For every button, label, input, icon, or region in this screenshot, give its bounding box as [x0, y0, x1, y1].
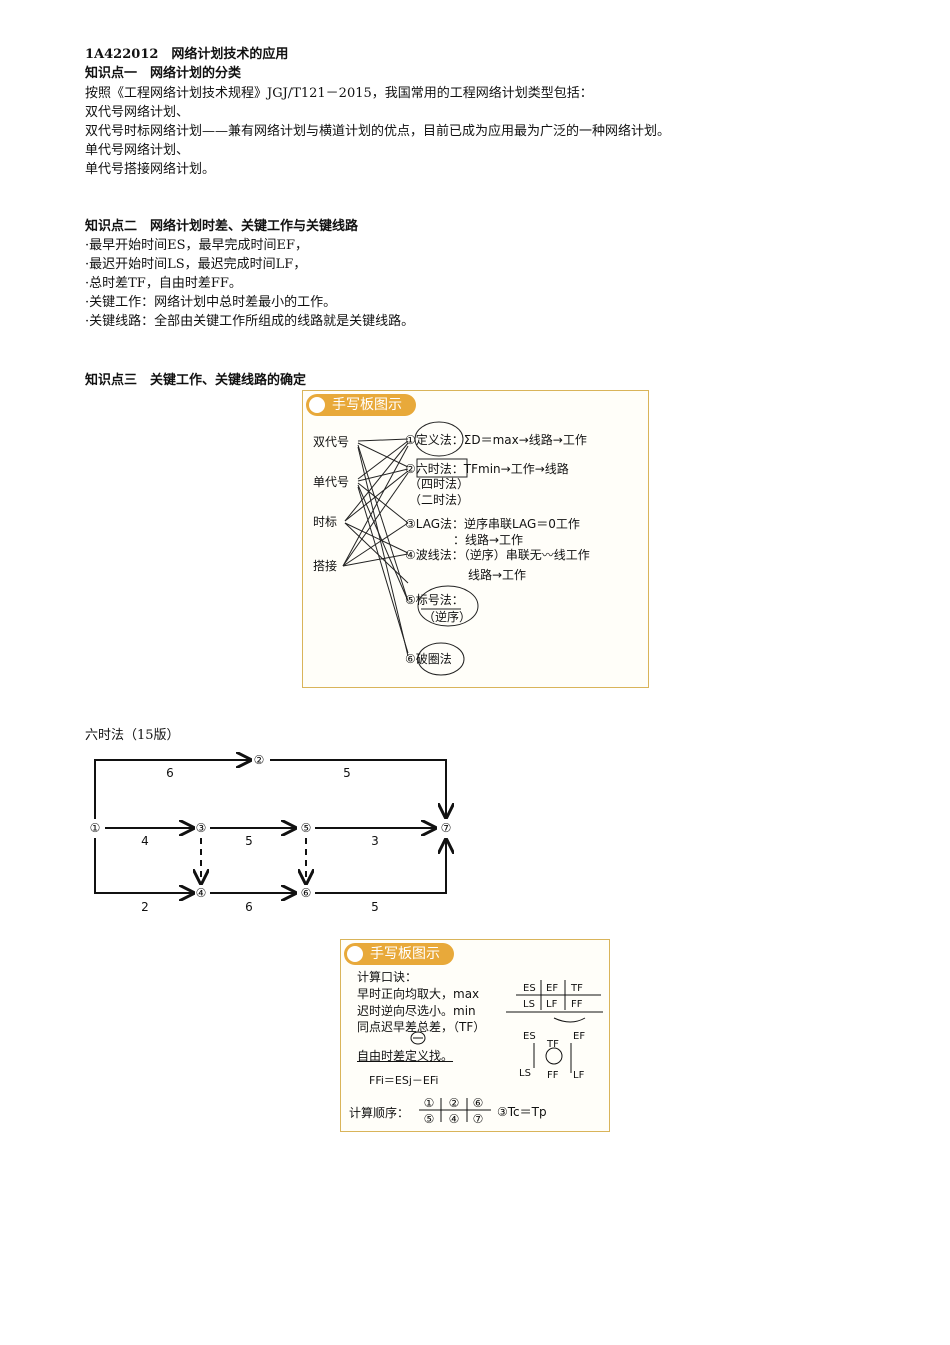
- pen-icon: [309, 397, 325, 413]
- method-name: 波线法: [415, 548, 452, 562]
- type-label: 时标: [313, 515, 338, 529]
- table-cell: EF: [546, 983, 558, 994]
- kp2-item: ·关键工作：网络计划中总时差最小的工作。: [85, 295, 337, 310]
- method-desc: ：TFmin→工作→线路: [451, 462, 569, 476]
- banner-label: 手写板图示: [332, 397, 402, 413]
- network-node: ②: [254, 753, 265, 767]
- mnemonic-rule: 早时正向均取大，max: [357, 987, 480, 1001]
- method-num: ⑥: [405, 652, 416, 666]
- node-label: TF: [546, 1039, 559, 1050]
- edge-duration: 6: [245, 900, 253, 914]
- method-name: LAG法: [415, 517, 453, 531]
- method-name: 六时法: [415, 462, 452, 476]
- method-desc2: （逆序）: [423, 610, 472, 624]
- pen-icon: [347, 946, 363, 962]
- mnemonic-rule: 自由时差定义找。: [357, 1049, 454, 1063]
- method-num: ③: [405, 517, 416, 531]
- kp2-item: ·最迟开始时间LS，最迟完成时间LF，: [85, 257, 307, 272]
- method-desc2: ：线路→工作: [453, 533, 524, 547]
- network-node: ⑦: [441, 821, 452, 835]
- table-cell: LS: [523, 999, 535, 1010]
- order-label: 计算顺序：: [349, 1106, 410, 1120]
- six-time-caption: 六时法（15版）: [85, 728, 180, 743]
- node-label: ES: [523, 1031, 536, 1042]
- mnemonic-title: 计算口诀：: [357, 970, 418, 984]
- method-desc: ：ΣD＝max→线路→工作: [451, 433, 587, 447]
- network-node: ③: [196, 821, 207, 835]
- method-name: 破圈法: [415, 652, 452, 666]
- network-node: ④: [196, 886, 207, 900]
- method-desc2: 线路→工作: [468, 568, 527, 582]
- order-note: ③Tc＝Tp: [497, 1105, 547, 1119]
- method-desc: ：逆序串联LAG＝0工作: [452, 517, 580, 531]
- ff-formula: FFi＝ESj－EFi: [369, 1074, 439, 1087]
- order-step: ⑥: [473, 1096, 484, 1110]
- edge-duration: 5: [343, 766, 351, 780]
- method-alt: （四时法）: [409, 477, 470, 491]
- table-cell: FF: [571, 999, 583, 1010]
- kp1-item: 单代号搭接网络计划。: [85, 162, 216, 177]
- method-name: 标号法: [415, 593, 452, 607]
- method-arrows: [342, 421, 479, 676]
- type-label: 双代号: [313, 435, 350, 449]
- kp2-heading: 知识点二 网络计划时差、关键工作与关键线路: [85, 219, 359, 234]
- kp1-item: 双代号时标网络计划——兼有网络计划与横道计划的优点，目前已成为应用最为广泛的一种…: [85, 124, 671, 139]
- order-step: ④: [449, 1112, 460, 1126]
- table-cell: ES: [523, 983, 536, 994]
- method-desc: ：（逆序）串联无〰线工作: [451, 548, 590, 562]
- node-label: EF: [573, 1031, 585, 1042]
- kp2-item: ·关键线路：全部由关键工作所组成的线路就是关键线路。: [85, 314, 415, 329]
- edge-duration: 3: [371, 834, 379, 848]
- table-cell: LF: [546, 999, 558, 1010]
- type-label: 搭接: [313, 559, 338, 573]
- method-name: 定义法: [415, 433, 452, 447]
- network-diagram: ① ② ③ ④ ⑤ ⑥ ⑦ 6 5 4 5 3 2 6 5: [90, 745, 465, 914]
- table-cell: TF: [570, 983, 583, 994]
- method-desc: ：: [451, 593, 464, 607]
- edge-duration: 5: [371, 900, 379, 914]
- method-num: ④: [405, 548, 416, 562]
- kp1-intro: 按照《工程网络计划技术规程》JGJ/T121－2015，我国常用的工程网络计划类…: [85, 86, 593, 101]
- order-step: ⑤: [424, 1112, 435, 1126]
- kp2-item: ·最早开始时间ES，最早完成时间EF，: [85, 238, 309, 253]
- order-step: ②: [449, 1096, 460, 1110]
- kp3-heading: 知识点三 关键工作、关键线路的确定: [85, 373, 307, 388]
- method-num: ①: [405, 433, 416, 447]
- figure-banner: 手写板图示: [344, 943, 454, 965]
- node-label: LS: [519, 1068, 531, 1079]
- edge-duration: 6: [166, 766, 174, 780]
- kp2-item: ·总时差TF，自由时差FF。: [85, 276, 242, 291]
- kp1-item: 双代号网络计划、: [85, 105, 190, 120]
- kp1-heading: 知识点一 网络计划的分类: [85, 66, 242, 81]
- method-num: ②: [405, 462, 416, 476]
- network-node: ⑤: [301, 821, 312, 835]
- kp1-item: 单代号网络计划、: [85, 143, 190, 158]
- edge-duration: 4: [141, 834, 149, 848]
- formula-graphics: ES EF TF LS LF FF ES EF TF LS FF LF ① ② …: [410, 980, 603, 1126]
- edge-duration: 2: [141, 900, 149, 914]
- order-step: ①: [424, 1096, 435, 1110]
- mnemonic-rule: 同点迟早差总差，（TF）: [357, 1020, 486, 1034]
- figure-banner: 手写板图示: [306, 394, 416, 416]
- mnemonic-rule: 迟时逆向尽选小。min: [357, 1004, 476, 1018]
- method-num: ⑤: [405, 593, 416, 607]
- edge-duration: 5: [245, 834, 253, 848]
- node-label: FF: [547, 1070, 559, 1081]
- handwriting-figure-formula: 手写板图示 计算口诀： 早时正向均取大，max 迟时逆向尽选小。min 同点迟早…: [340, 939, 610, 1132]
- network-node: ⑥: [301, 886, 312, 900]
- method-alt: （二时法）: [409, 493, 470, 507]
- banner-label: 手写板图示: [370, 946, 440, 962]
- order-step: ⑦: [473, 1112, 484, 1126]
- handwriting-figure-methods: 手写板图示 双代号 单代号 时标 搭接: [302, 390, 649, 688]
- type-label: 单代号: [313, 475, 350, 489]
- node-label: LF: [573, 1070, 585, 1081]
- network-node: ①: [90, 821, 101, 835]
- section-title: 1A422012 网络计划技术的应用: [85, 47, 289, 62]
